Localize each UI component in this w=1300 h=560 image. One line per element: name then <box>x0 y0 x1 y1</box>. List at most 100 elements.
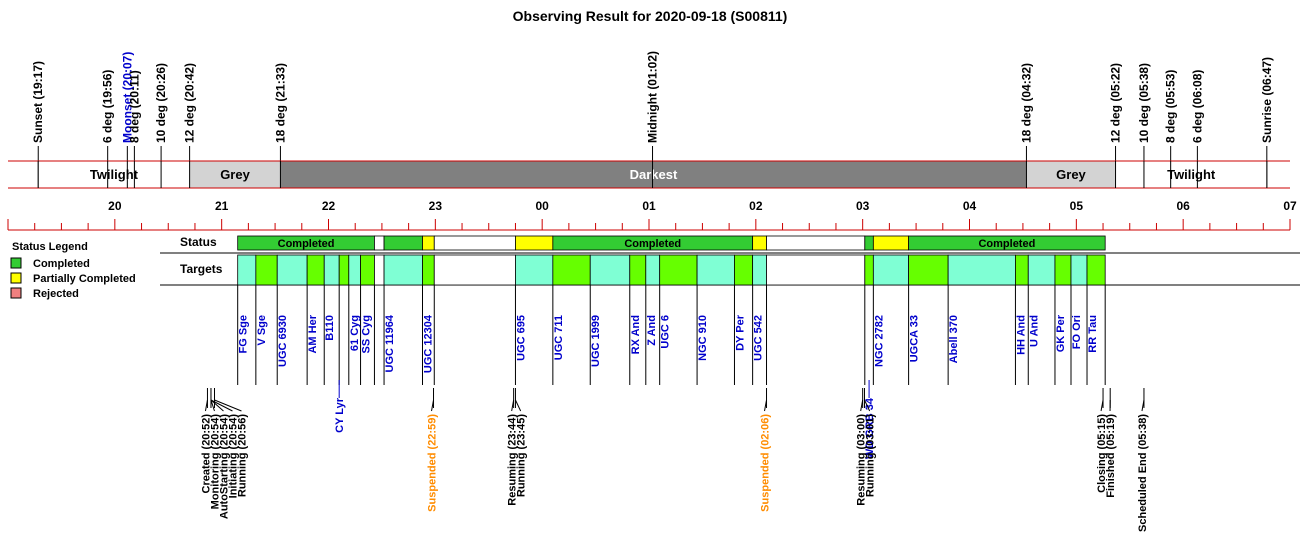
target-segment <box>734 254 754 286</box>
state-event-label: Finished (05:19) <box>1105 414 1117 498</box>
target-name-label: GK Per <box>1055 314 1067 352</box>
state-event-label: Running (23:45) <box>516 414 528 497</box>
state-event-label: Monitoring (20:54) <box>209 414 221 510</box>
state-event-label: AutoStarting (20:54) <box>218 414 230 519</box>
status-segment <box>422 235 435 251</box>
state-event-leader <box>214 399 242 412</box>
legend-swatch <box>10 287 22 299</box>
target-segment <box>872 254 910 286</box>
state-event-leader <box>204 399 208 412</box>
target-name-label: UGC 6930 <box>277 315 289 367</box>
target-name-label: UGC 6 <box>660 315 672 349</box>
state-event-leader <box>210 399 224 412</box>
axis-tick-label: 23 <box>429 199 443 213</box>
target-name-label: UGC 711 <box>553 315 565 360</box>
target-name-label: U And <box>1028 315 1040 347</box>
sky-event-label: 6 deg (19:56) <box>101 70 115 143</box>
sky-event-label: 6 deg (06:08) <box>1190 70 1204 143</box>
target-segment <box>306 254 325 286</box>
target-name-label: UGC 12304 <box>423 314 435 373</box>
axis-tick-label: 07 <box>1283 199 1297 213</box>
status-segment <box>864 235 874 251</box>
state-event-label: Scheduled End (05:38) <box>1137 414 1149 532</box>
targets-row <box>160 252 1300 286</box>
target-name-label: RX And <box>630 315 642 354</box>
target-segment <box>255 254 278 286</box>
target-segment <box>752 254 767 286</box>
sky-event-label: Sunrise (06:47) <box>1260 57 1274 143</box>
axis-tick-label: 06 <box>1176 199 1190 213</box>
target-segment <box>383 254 423 286</box>
sky-period-label: Grey <box>1056 167 1086 182</box>
sky-event-label: 18 deg (21:33) <box>273 63 287 143</box>
sky-event-label: 8 deg (05:53) <box>1164 70 1178 143</box>
state-event-label: Resuming (03:00) <box>856 414 868 506</box>
legend-swatch <box>10 257 22 269</box>
target-name-label: UGC 542 <box>753 315 765 361</box>
state-event-leader <box>764 399 768 412</box>
target-segment <box>323 254 340 286</box>
status-segment-label: Completed <box>624 238 681 250</box>
target-segment <box>515 254 554 286</box>
state-event-label: Suspended (02:06) <box>760 414 772 512</box>
status-segment <box>374 235 385 251</box>
target-segment <box>629 254 647 286</box>
axis-tick-label: 02 <box>749 199 763 213</box>
target-segment <box>338 254 350 286</box>
sky-event-label: 8 deg (20:11) <box>127 70 141 143</box>
state-event-label: Running (20:56) <box>236 414 248 497</box>
sky-event-label: Sunset (19:17) <box>31 61 45 143</box>
target-segment <box>696 254 735 286</box>
target-segment <box>908 254 949 286</box>
target-name-label: SS Cyg <box>361 315 373 354</box>
legend-item-label: Completed <box>33 258 90 270</box>
sky-period-label: Twilight <box>90 167 139 182</box>
target-name-label: NGC 2782 <box>873 315 885 367</box>
target-segment <box>1027 254 1056 286</box>
sky-event-label: 12 deg (20:42) <box>183 63 197 143</box>
sky-event-markers: Sunset (19:17)6 deg (19:56)Moonset (20:0… <box>31 51 1274 188</box>
target-name-label: DY Per <box>734 314 746 351</box>
state-event-leader <box>1141 399 1145 412</box>
axis-tick-label: 00 <box>535 199 549 213</box>
state-event-leader <box>864 399 871 412</box>
target-segment <box>766 254 866 286</box>
axis-tick-label: 03 <box>856 199 870 213</box>
sky-period-label: Grey <box>220 167 250 182</box>
axis-tick-label: 05 <box>1070 199 1084 213</box>
status-segment <box>383 235 423 251</box>
state-event-leader <box>511 399 515 412</box>
target-segment <box>1015 254 1029 286</box>
target-name-label: B110 <box>324 315 336 341</box>
state-event-leader <box>860 399 864 412</box>
status-segment <box>752 235 767 251</box>
status-segment-label: Completed <box>978 238 1035 250</box>
sky-period <box>1026 161 1116 188</box>
legend-item-label: Partially Completed <box>33 273 136 285</box>
sky-period-label: Twilight <box>1167 167 1216 182</box>
state-event-leader <box>210 399 215 412</box>
status-segment <box>872 235 910 251</box>
sky-period <box>38 161 190 188</box>
target-segment <box>360 254 375 286</box>
state-event-label: Initiating (20:54) <box>227 414 239 499</box>
target-segment <box>1070 254 1088 286</box>
state-event-label: Suspended (22:59) <box>427 414 439 512</box>
target-segment <box>552 254 591 286</box>
sky-event-label: 12 deg (05:22) <box>1109 63 1123 143</box>
chart-title: Observing Result for 2020-09-18 (S00811) <box>513 8 788 24</box>
axis-tick-label: 01 <box>642 199 656 213</box>
status-segment <box>766 235 866 251</box>
target-segment <box>864 254 874 286</box>
target-name-label: Abell 370 <box>948 315 960 363</box>
target-name-label: UGC 1999 <box>590 315 602 367</box>
status-segment <box>908 235 1106 251</box>
sky-event-label: 18 deg (04:32) <box>1019 63 1033 143</box>
target-name-label: FO Ori <box>1071 315 1083 349</box>
target-name-label: NGC 910 <box>697 315 709 361</box>
state-event-label: Closing (05:15) <box>1096 414 1108 493</box>
